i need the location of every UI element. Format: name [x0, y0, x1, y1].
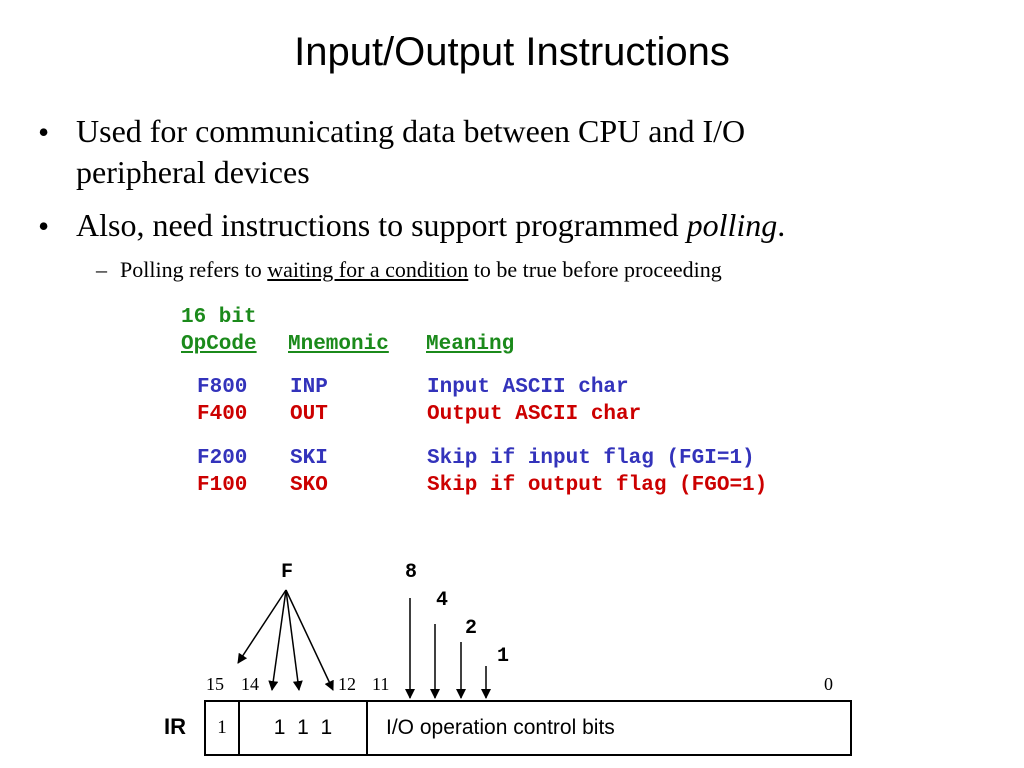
sub-bullet-underlined: waiting for a condition — [267, 257, 469, 282]
f-arrow-to-bit-12 — [285, 589, 334, 691]
sub-bullet-marker: – — [96, 257, 107, 282]
row-4-opcode: F100 — [197, 474, 248, 497]
row-4-meaning: Skip if output flag (FGO=1) — [427, 474, 768, 497]
row-1-meaning: Input ASCII char — [427, 376, 629, 399]
bit-number-15: 15 — [206, 674, 224, 694]
bit-number-11: 11 — [372, 674, 390, 694]
header-meaning: Meaning — [426, 333, 515, 356]
row-3-opcode: F200 — [197, 447, 248, 470]
bullet-2-italic: polling — [686, 207, 778, 243]
arrow-label-1: 1 — [497, 645, 510, 668]
sub-bullet-tail: to be true before proceeding — [468, 257, 722, 282]
header-opcode: OpCode — [181, 333, 257, 356]
bullet-2-text: Also, need instructions to support progr… — [76, 207, 687, 243]
f-arrow-to-bit-15 — [237, 589, 287, 664]
row-2-meaning: Output ASCII char — [427, 403, 642, 426]
bullet-1-line-1: Used for communicating data between CPU … — [76, 113, 746, 149]
register-cell-bit-15: 1 — [206, 702, 240, 754]
bullet-marker: • — [38, 208, 50, 244]
arrow-label-4: 4 — [436, 589, 449, 612]
row-3-meaning: Skip if input flag (FGI=1) — [427, 447, 755, 470]
bit-number-14: 14 — [241, 674, 259, 694]
bullet-2: Also, need instructions to support progr… — [76, 204, 785, 246]
instruction-register: 1 1 1 1 I/O operation control bits — [204, 700, 852, 756]
arrow-label-f: F — [281, 561, 294, 584]
row-2-mnemonic: OUT — [290, 403, 328, 426]
slide-title: Input/Output Instructions — [294, 30, 730, 74]
register-cell-opcode: 1 1 1 — [240, 702, 368, 754]
f-arrow-to-bit-13 — [285, 589, 303, 691]
row-1-opcode: F800 — [197, 376, 248, 399]
sub-bullet: Polling refers to waiting for a conditio… — [120, 256, 722, 284]
header-mnemonic: Mnemonic — [288, 333, 389, 356]
row-1-mnemonic: INP — [290, 376, 328, 399]
f-arrow-to-bit-14 — [268, 589, 287, 691]
row-4-mnemonic: SKO — [290, 474, 328, 497]
row-2-opcode: F400 — [197, 403, 248, 426]
bullet-marker: • — [38, 114, 50, 150]
sub-bullet-text: Polling refers to — [120, 257, 268, 282]
register-label: IR — [164, 714, 186, 739]
bullet-1-line-2: peripheral devices — [76, 154, 310, 190]
bullet-2-tail: . — [777, 207, 786, 243]
arrow-label-2: 2 — [465, 617, 478, 640]
bit-number-12: 12 — [338, 674, 356, 694]
row-3-mnemonic: SKI — [290, 447, 328, 470]
register-cell-control-bits: I/O operation control bits — [386, 716, 615, 739]
arrow-label-8: 8 — [405, 561, 418, 584]
bit-number-0: 0 — [824, 674, 833, 694]
table-header-line-1: 16 bit — [181, 306, 257, 329]
